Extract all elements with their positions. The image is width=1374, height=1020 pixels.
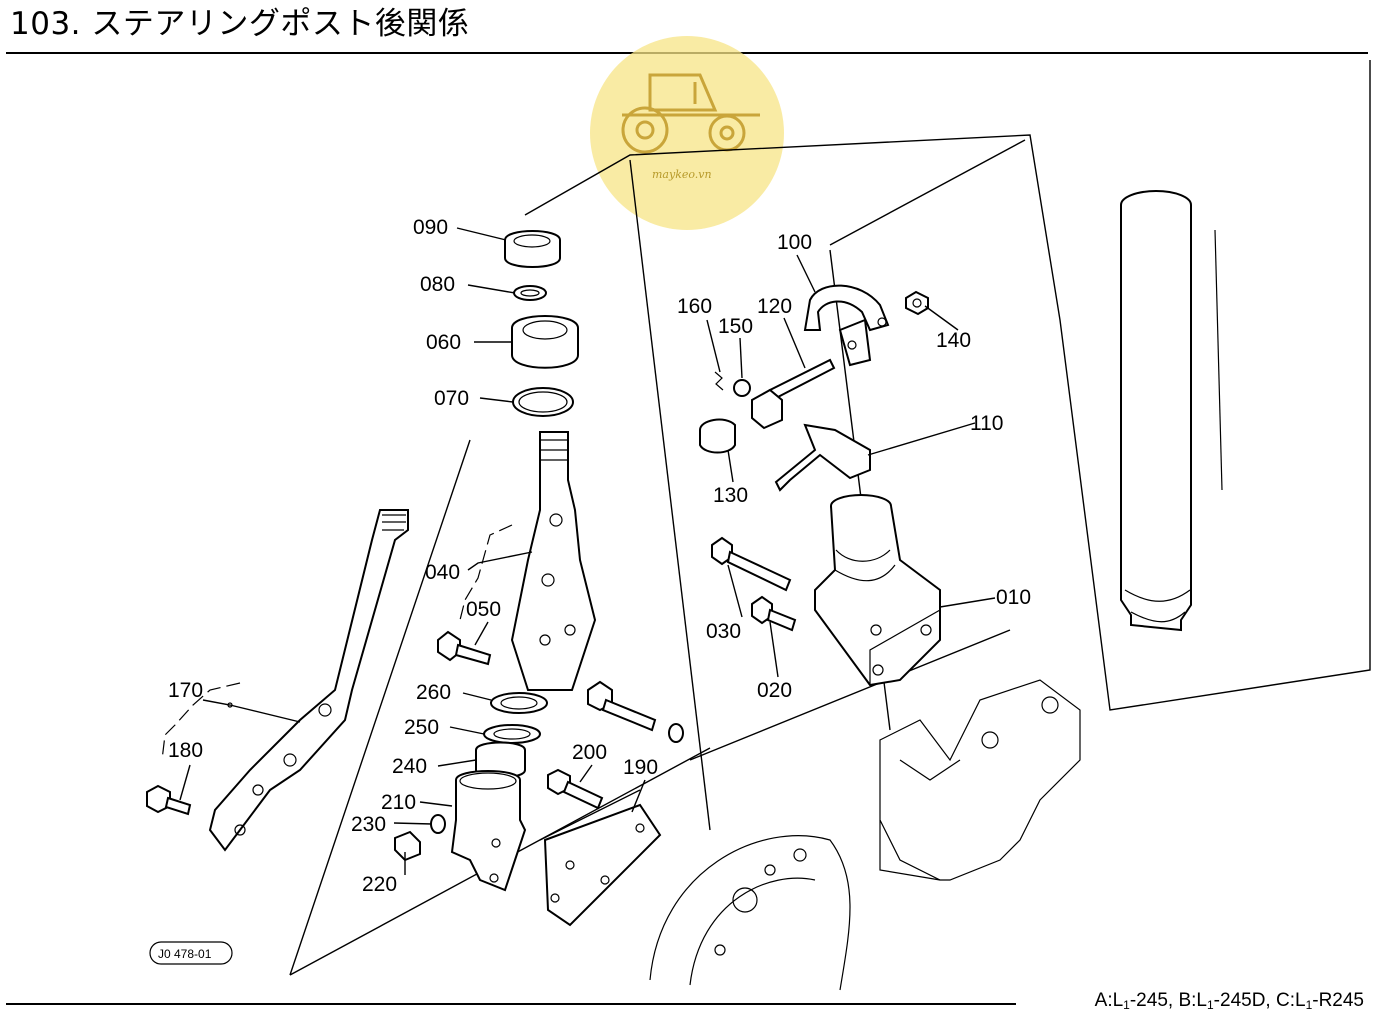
callout-080: 080 [420,273,455,296]
callout-200: 200 [572,741,607,764]
callout-labels: 090 080 060 070 040 050 260 250 240 210 … [168,216,1031,896]
model-a-sub: 1 [1123,998,1130,1012]
callout-260: 260 [416,681,451,704]
callout-180: 180 [168,739,203,762]
bolt-long [587,680,684,743]
holder-210 [450,770,527,892]
model-c-sub: 1 [1305,998,1313,1012]
bolt-220 [394,830,421,862]
callout-190: 190 [623,756,658,779]
model-c-prefix: C:L [1275,990,1306,1011]
model-a-suffix: -245, [1129,990,1174,1011]
callout-060: 060 [426,331,461,354]
bolt-180 [146,784,192,816]
model-b-suffix: -245D, [1213,990,1271,1011]
bearing-060 [511,315,579,369]
reference-code-text: J0 478-01 [158,947,212,961]
callout-070: 070 [434,387,469,410]
bracket-190 [543,803,662,927]
callout-150: 150 [718,315,753,338]
leader-lines [179,227,996,875]
steering-column-tube [1120,190,1223,632]
washer-230 [430,814,446,834]
snap-ring-080 [513,285,547,301]
watermark: maykeo.vn [590,36,784,230]
seal-260 [490,692,548,714]
callout-230: 230 [351,813,386,836]
model-c-suffix: -R245 [1312,990,1364,1011]
bolt-200 [547,768,604,810]
callout-100: 100 [777,231,812,254]
watermark-circle [590,36,784,230]
tractor-icon [621,73,760,154]
callout-250: 250 [404,716,439,739]
frame-outline [649,679,1081,991]
callout-010: 010 [996,586,1031,609]
watermark-text: maykeo.vn [652,168,712,181]
boundary-lines [289,60,1371,976]
callout-170: 170 [168,679,203,702]
reference-code: J0 478-01 [149,941,233,965]
callout-110: 110 [970,412,1003,435]
callout-210: 210 [381,791,416,814]
clamp-100 [803,284,890,367]
snap-ring-070 [512,387,574,417]
bracket-010 [814,494,941,687]
callout-030: 030 [706,620,741,643]
bolt-050 [437,630,492,666]
model-b-prefix: B:L [1178,990,1207,1011]
lower-shaft-170 [208,509,409,852]
callout-130: 130 [713,484,748,507]
nut-140 [905,290,929,316]
callout-240: 240 [392,755,427,778]
bolt-030 [711,536,792,592]
bearing-090 [504,230,561,268]
callout-020: 020 [757,679,792,702]
group-brackets [161,524,513,761]
callout-050: 050 [466,598,501,621]
page-title: 103. ステアリングポスト後関係 [10,6,470,42]
model-a-prefix: A:L [1094,990,1124,1011]
washer-250 [483,724,541,744]
joint-shaft-040 [510,431,597,691]
callout-140: 140 [936,329,971,352]
bottom-rule [6,1003,1016,1005]
callout-090: 090 [413,216,448,239]
callout-040: 040 [425,561,460,584]
callout-120: 120 [757,295,792,318]
model-b-sub: 1 [1206,998,1214,1012]
callout-220: 220 [362,873,397,896]
callout-160: 160 [677,295,712,318]
model-note: A:L1-245, B:L1-245D, C:L1-R245 [1095,989,1364,1017]
lever-assembly [699,358,871,492]
bolt-020 [751,595,797,632]
